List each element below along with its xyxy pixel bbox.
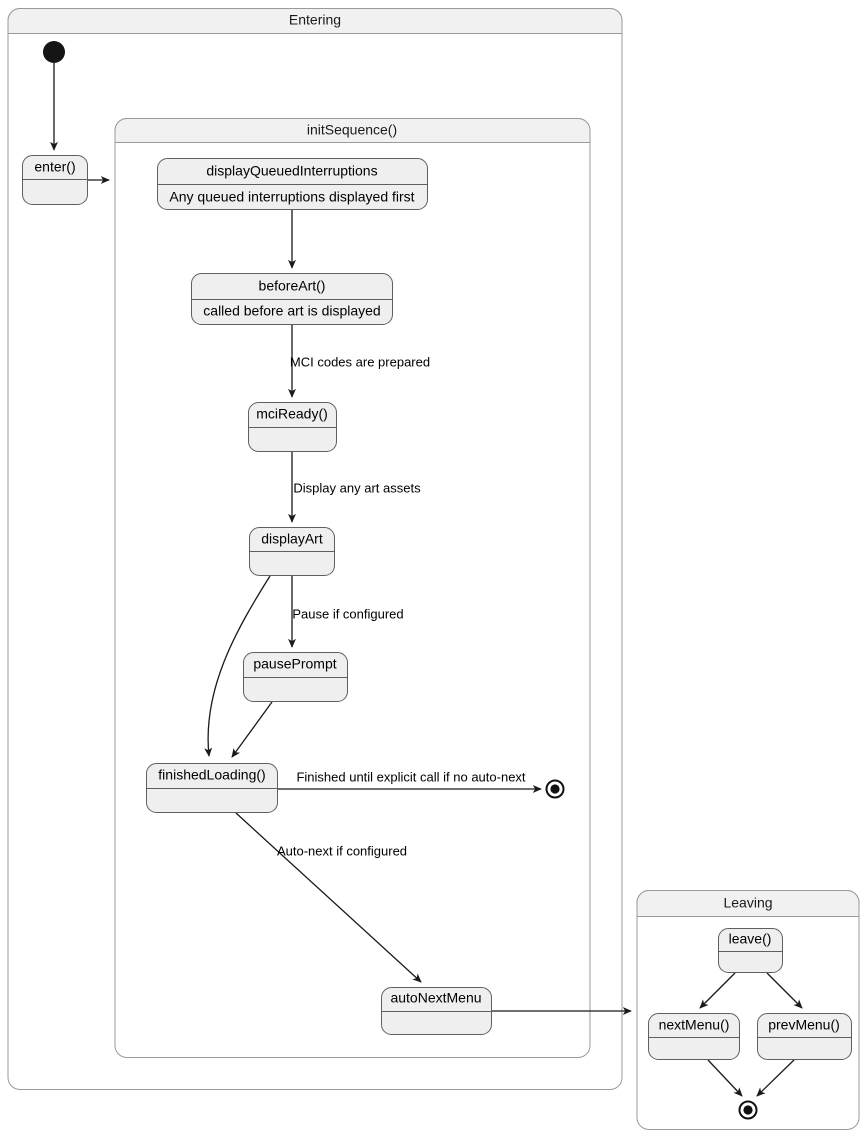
state-before-art-label: beforeArt() bbox=[259, 278, 326, 294]
edge-display-art-to-finished-loading bbox=[204, 575, 271, 757]
state-next-menu-label: nextMenu() bbox=[659, 1017, 730, 1033]
state-pause-prompt-label: pausePrompt bbox=[253, 656, 336, 672]
state-enter[interactable]: enter() bbox=[22, 155, 88, 205]
composite-state-init-sequence[interactable]: initSequence() bbox=[114, 118, 591, 1058]
state-dqi-description: Any queued interruptions displayed first bbox=[169, 189, 414, 205]
init-sequence-frame bbox=[114, 118, 591, 1058]
state-leave[interactable]: leave() bbox=[718, 928, 783, 973]
final-state-leaving[interactable] bbox=[738, 1100, 758, 1120]
edge-pause-prompt-to-finished-loading bbox=[231, 701, 273, 758]
init-sequence-header bbox=[114, 118, 591, 143]
state-prev-menu-box bbox=[757, 1013, 852, 1060]
edge-prev-menu-to-final bbox=[756, 1059, 795, 1097]
edge-next-menu-to-final bbox=[707, 1059, 743, 1097]
entering-title: Entering bbox=[289, 12, 341, 28]
leaving-header bbox=[636, 890, 860, 917]
state-prev-menu[interactable]: prevMenu() bbox=[757, 1013, 852, 1060]
state-before-art-description: called before art is displayed bbox=[203, 303, 380, 319]
entering-header bbox=[7, 8, 623, 34]
final-state-leaving-dot bbox=[743, 1105, 753, 1115]
leaving-frame bbox=[636, 890, 860, 1130]
final-state-entering-dot bbox=[550, 784, 560, 794]
state-auto-next-menu-label: autoNextMenu bbox=[390, 990, 481, 1006]
edge-label-finished-until-explicit-call: Finished until explicit call if no auto-… bbox=[296, 769, 525, 784]
initial-state-node[interactable] bbox=[43, 41, 65, 63]
edge-label-mci-codes-prepared: MCI codes are prepared bbox=[290, 354, 430, 369]
edge-leave-to-next-menu bbox=[699, 972, 736, 1009]
state-mci-ready-label: mciReady() bbox=[256, 406, 328, 422]
edge-label-auto-next-if-configured: Auto-next if configured bbox=[277, 843, 407, 858]
state-dqi-label: displayQueuedInterruptions bbox=[206, 163, 377, 179]
edge-leave-to-prev-menu bbox=[766, 972, 803, 1009]
final-state-entering[interactable] bbox=[545, 779, 565, 799]
state-display-art[interactable]: displayArt bbox=[249, 527, 335, 576]
state-display-queued-interruptions[interactable]: displayQueuedInterruptions Any queued in… bbox=[157, 158, 428, 210]
edge-label-display-art-assets: Display any art assets bbox=[293, 480, 421, 495]
state-leave-label: leave() bbox=[729, 931, 772, 947]
state-pause-prompt[interactable]: pausePrompt bbox=[243, 652, 348, 702]
leaving-title: Leaving bbox=[723, 895, 772, 911]
state-auto-next-menu[interactable]: autoNextMenu bbox=[381, 987, 492, 1035]
edge-finished-loading-to-auto-next-menu bbox=[235, 812, 422, 983]
state-finished-loading-label: finishedLoading() bbox=[158, 767, 265, 783]
state-finished-loading[interactable]: finishedLoading() bbox=[146, 763, 278, 813]
state-leave-box bbox=[718, 928, 783, 973]
state-next-menu-box bbox=[648, 1013, 740, 1060]
state-before-art[interactable]: beforeArt() called before art is display… bbox=[191, 273, 393, 325]
state-display-art-label: displayArt bbox=[261, 531, 323, 547]
state-prev-menu-label: prevMenu() bbox=[768, 1017, 840, 1033]
state-enter-label: enter() bbox=[34, 159, 75, 175]
composite-state-leaving[interactable]: Leaving bbox=[636, 890, 860, 1130]
state-next-menu[interactable]: nextMenu() bbox=[648, 1013, 740, 1060]
edge-label-pause-if-configured: Pause if configured bbox=[292, 606, 403, 621]
state-mci-ready[interactable]: mciReady() bbox=[248, 402, 337, 452]
init-sequence-title: initSequence() bbox=[307, 122, 397, 138]
